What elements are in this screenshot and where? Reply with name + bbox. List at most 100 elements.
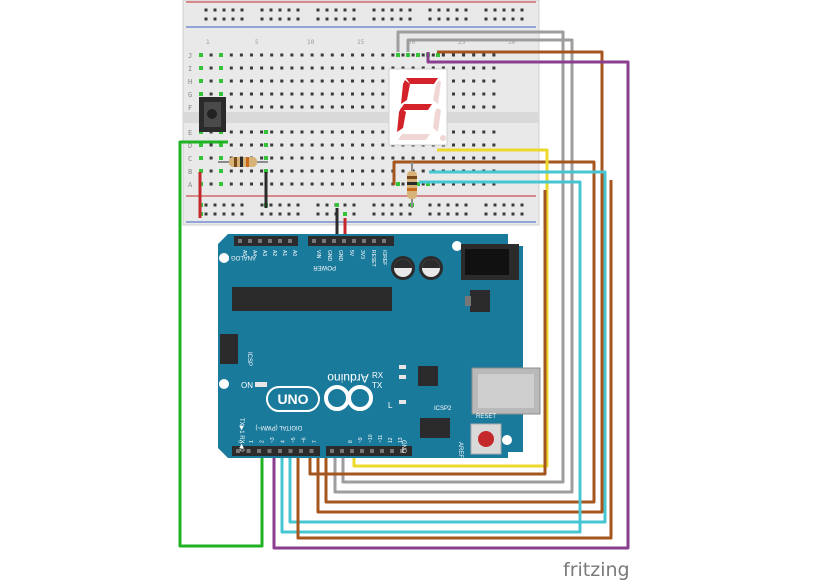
breadboard-hole bbox=[340, 79, 344, 83]
power-pin-label: IOREF bbox=[381, 250, 387, 265]
connected-hole bbox=[396, 53, 400, 57]
breadboard-hole bbox=[270, 79, 274, 83]
breadboard-hole bbox=[351, 156, 354, 160]
breadboard-hole bbox=[340, 169, 344, 173]
l-led bbox=[399, 400, 406, 404]
digital-pin-label: 0 bbox=[239, 440, 245, 443]
breadboard-hole bbox=[381, 53, 385, 57]
breadboard-hole bbox=[270, 130, 274, 134]
header-pin bbox=[288, 449, 293, 453]
rail-hole bbox=[352, 17, 356, 21]
analog-pin-label: A5 bbox=[241, 250, 247, 256]
breadboard-hole bbox=[340, 53, 344, 57]
rail-hole bbox=[278, 212, 282, 216]
label-tx: TX bbox=[372, 381, 383, 390]
breadboard-hole bbox=[300, 143, 304, 147]
row-letter: D bbox=[188, 142, 192, 150]
header-pin bbox=[258, 239, 262, 243]
rail-hole bbox=[372, 17, 376, 21]
breadboard-hole bbox=[270, 66, 274, 70]
breadboard-hole bbox=[492, 182, 496, 186]
rail-hole bbox=[464, 8, 468, 12]
breadboard-hole bbox=[260, 53, 264, 57]
rail-hole bbox=[316, 203, 320, 207]
header-pin bbox=[238, 239, 242, 243]
rail-hole bbox=[390, 212, 394, 216]
analog-pin-label: A4 bbox=[251, 250, 257, 256]
header-pin bbox=[322, 239, 326, 243]
breadboard-hole bbox=[441, 156, 445, 160]
header-pin bbox=[372, 239, 376, 243]
rail-hole bbox=[428, 212, 432, 216]
breadboard-hole bbox=[482, 79, 486, 83]
connected-hole bbox=[264, 130, 268, 134]
breadboard-hole bbox=[209, 143, 213, 147]
rail-hole bbox=[260, 212, 264, 216]
rail-hole bbox=[296, 8, 300, 12]
header-pin bbox=[350, 449, 354, 453]
breadboard-hole bbox=[229, 143, 233, 147]
rail-hole bbox=[334, 17, 338, 21]
wire-brown-bottom bbox=[324, 160, 596, 504]
breadboard-hole bbox=[391, 66, 395, 70]
rail-hole bbox=[296, 212, 300, 216]
digital-pin-label: 7 bbox=[312, 440, 318, 443]
rail-hole bbox=[316, 212, 320, 216]
breadboard-hole bbox=[330, 156, 334, 160]
rail-hole bbox=[520, 17, 524, 21]
breadboard-hole bbox=[310, 143, 314, 147]
breadboard-hole bbox=[209, 66, 213, 70]
breadboard-hole bbox=[411, 66, 415, 70]
breadboard-hole bbox=[431, 53, 435, 57]
row-letter: F bbox=[188, 104, 192, 112]
breadboard-hole bbox=[250, 105, 253, 109]
connected-hole bbox=[436, 53, 440, 57]
rail-hole bbox=[231, 212, 235, 216]
breadboard-hole bbox=[310, 169, 314, 173]
rail-hole bbox=[287, 203, 291, 207]
breadboard-hole bbox=[472, 130, 476, 134]
breadboard-hole bbox=[482, 156, 486, 160]
breadboard-hole bbox=[472, 66, 476, 70]
rail-hole bbox=[316, 8, 320, 12]
breadboard-hole bbox=[290, 182, 294, 186]
row-letter: B bbox=[188, 168, 192, 176]
header-pin bbox=[257, 449, 261, 453]
analog-pin-label: A2 bbox=[271, 250, 277, 256]
digital-pin-label: 8 bbox=[348, 440, 354, 443]
breadboard-hole bbox=[381, 92, 385, 96]
header-pin bbox=[267, 449, 272, 453]
header-pin bbox=[309, 449, 314, 453]
breadboard-hole bbox=[381, 130, 385, 134]
wire-gray-2 bbox=[333, 38, 574, 494]
rail-hole bbox=[213, 17, 217, 21]
header-pin bbox=[278, 449, 282, 453]
breadboard-hole bbox=[250, 79, 253, 83]
breadboard-hole bbox=[462, 143, 466, 147]
rail-hole bbox=[520, 8, 524, 12]
breadboard-hole bbox=[411, 156, 415, 160]
analog-header bbox=[234, 236, 298, 246]
rail-hole bbox=[484, 203, 488, 207]
row-letter: A bbox=[188, 181, 193, 189]
label-aref: AREF bbox=[457, 442, 463, 458]
breadboard-hole bbox=[260, 66, 264, 70]
arduino-board: ANALOG IN POWER DIGITAL (PWM~) ICSP ICSP… bbox=[218, 234, 541, 458]
breadboard-hole bbox=[340, 143, 344, 147]
rail-hole bbox=[213, 203, 217, 207]
breadboard-hole bbox=[472, 143, 476, 147]
row-letter: C bbox=[188, 155, 192, 163]
breadboard-hole bbox=[250, 143, 253, 147]
breadboard-hole bbox=[270, 143, 274, 147]
breadboard-hole bbox=[330, 92, 334, 96]
rail-hole bbox=[399, 17, 403, 21]
breadboard-hole bbox=[300, 169, 304, 173]
rail-hole bbox=[269, 212, 273, 216]
breadboard-hole bbox=[462, 79, 466, 83]
label-analog-in: ANALOG IN bbox=[223, 254, 256, 260]
rail-hole bbox=[455, 203, 459, 207]
icsp-header bbox=[220, 334, 238, 364]
breadboard-hole bbox=[482, 66, 486, 70]
wire-gray-1 bbox=[341, 30, 565, 484]
rail-hole bbox=[222, 212, 226, 216]
